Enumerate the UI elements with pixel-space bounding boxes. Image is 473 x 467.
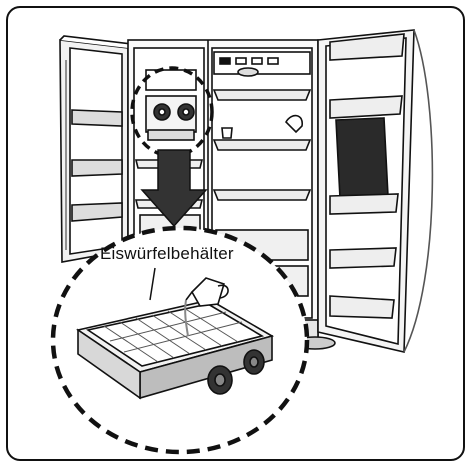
left-door (60, 36, 132, 262)
ice-bin-label: Eiswürfelbehälter (100, 244, 234, 264)
right-door (318, 30, 432, 352)
ice-maker (146, 70, 196, 140)
